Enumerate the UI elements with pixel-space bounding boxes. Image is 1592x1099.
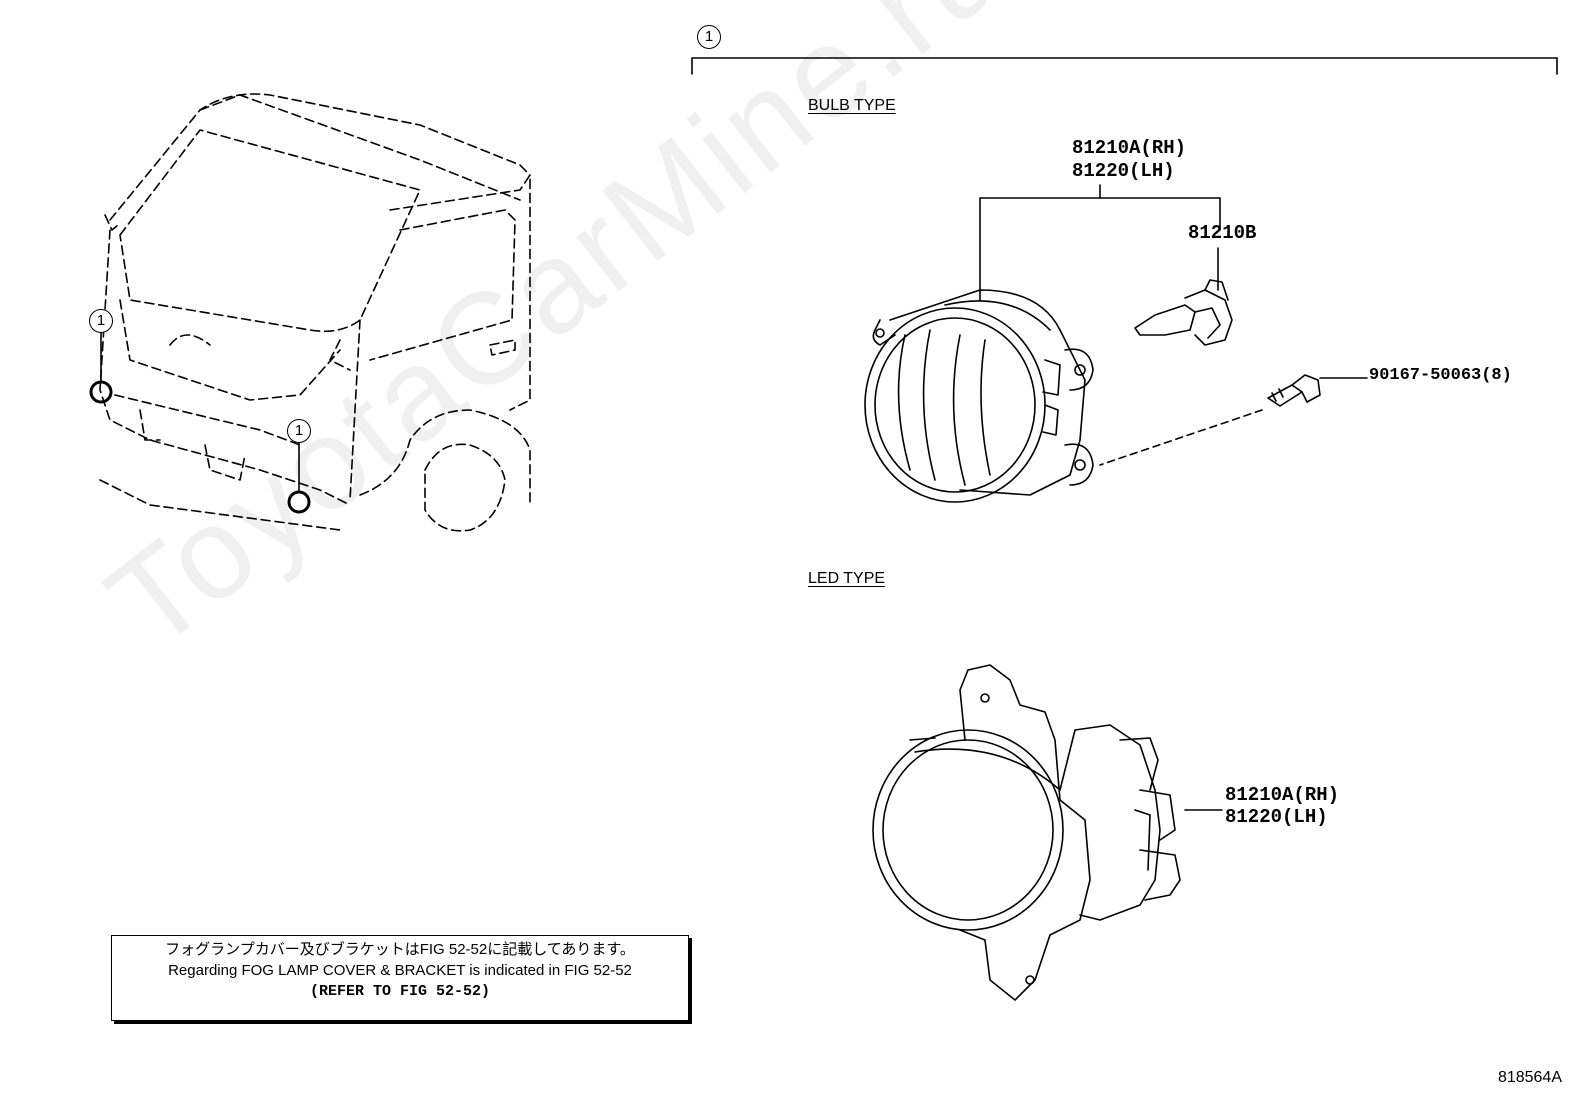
truck-outline xyxy=(99,93,531,532)
note-japanese: フォグランプカバー及びブラケットはFIG 52-52に記載してあります。 xyxy=(165,941,635,958)
note-english: Regarding FOG LAMP COVER & BRACKET is in… xyxy=(168,962,632,979)
callout-fog-lamp-lh: 1 xyxy=(89,309,113,333)
led-type-fog-lamp xyxy=(872,664,1223,1001)
fog-bulb xyxy=(1134,279,1233,346)
part-label-led-lamp-lh: 81220(LH) xyxy=(1225,806,1328,828)
bulb-type-leaders xyxy=(979,184,1368,466)
note-refer: (REFER TO FIG 52-52) xyxy=(309,983,491,1000)
part-label-screw: 90167-50063(8) xyxy=(1369,366,1512,385)
bulb-type-fog-lamp xyxy=(864,289,1094,503)
callout-assembly-1: 1 xyxy=(697,25,721,49)
part-label-bulb: 81210B xyxy=(1188,222,1257,244)
part-label-bulb-lamp-rh: 81210A(RH) xyxy=(1072,137,1187,159)
callout-fog-lamp-rh: 1 xyxy=(287,419,311,443)
section-title-bulb-type: BULB TYPE xyxy=(808,97,896,114)
fog-lamp-location-rh xyxy=(287,490,311,514)
section-title-led-type: LED TYPE xyxy=(808,570,886,587)
part-label-led-lamp-rh: 81210A(RH) xyxy=(1225,784,1340,806)
assembly-bracket-line xyxy=(691,57,1558,75)
screw xyxy=(1267,374,1321,407)
reference-note-box: フォグランプカバー及びブラケットはFIG 52-52に記載してあります。 Reg… xyxy=(111,935,689,1021)
figure-id: 818564A xyxy=(1497,1069,1562,1086)
part-label-bulb-lamp-lh: 81220(LH) xyxy=(1072,160,1175,182)
